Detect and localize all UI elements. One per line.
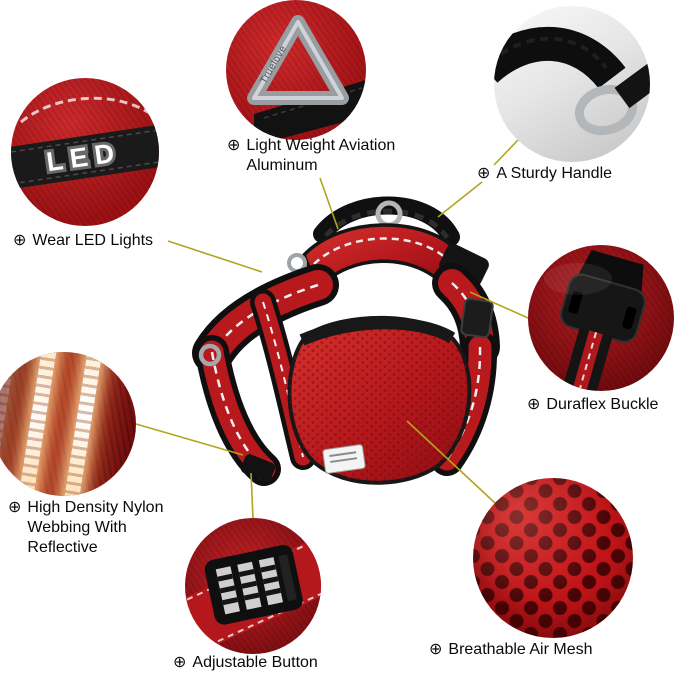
plus-circle-icon: ⊕ (429, 641, 443, 658)
left-strap-end-buckle (240, 454, 276, 482)
label-tag (322, 444, 366, 474)
handle-d-ring (375, 197, 403, 228)
chest-top-strap (299, 317, 456, 346)
left-shoulder-strap (192, 264, 339, 374)
adjust-strap-stitch-bottom (187, 585, 321, 654)
detail-circle-adjust (185, 518, 321, 654)
buckle-slot-right (622, 306, 637, 330)
feature-label-buckle: ⊕ Duraflex Buckle (527, 395, 658, 415)
feature-label-led: ⊕ Wear LED Lights (13, 231, 153, 251)
detail-circle-handle (494, 6, 650, 162)
neck-band (302, 223, 463, 291)
feature-label-mesh-text: Breathable Air Mesh (448, 641, 593, 658)
feature-label-handle: ⊕ A Sturdy Handle (477, 164, 612, 184)
feature-label-buckle-text: Duraflex Buckle (546, 396, 659, 413)
handle-strap-stitch (494, 36, 608, 70)
plus-circle-icon: ⊕ (477, 165, 491, 182)
plus-circle-icon: ⊕ (8, 499, 22, 516)
left-side-strap (195, 335, 281, 486)
buckle-slot-left (568, 291, 583, 314)
reflective-piping (20, 96, 152, 124)
buckle-strap-stitch (575, 332, 597, 391)
feature-label-aluminum-text: Light Weight Aviation Aluminum (246, 137, 396, 174)
feature-label-adjust-text: Adjustable Button (192, 654, 318, 671)
feature-label-aluminum: ⊕ Light Weight Aviation Aluminum (227, 136, 416, 176)
triangle-ring-highlight (252, 20, 344, 100)
line-adjust (250, 472, 254, 519)
line-led (167, 240, 263, 273)
slider-bar-stripes (217, 564, 282, 606)
left-chest-strap (250, 289, 316, 470)
plus-circle-icon: ⊕ (527, 396, 541, 413)
strap-through-ring (254, 80, 366, 140)
led-strap (11, 125, 159, 189)
handle-strap-end (614, 61, 650, 109)
handle-strap (494, 26, 626, 89)
right-shoulder-strap (432, 263, 500, 367)
feature-label-adjust: ⊕ Adjustable Button (173, 653, 318, 673)
line-buckle (469, 291, 529, 319)
line-webbing (135, 423, 244, 456)
feature-label-webbing-text: High Density Nylon Webbing With Reflecti… (27, 499, 164, 556)
detail-circle-led: LED LED (11, 78, 159, 226)
plus-circle-icon: ⊕ (227, 137, 241, 154)
reflective-stripe-2 (61, 352, 106, 496)
detail-circle-aluminum: Truelove (226, 0, 366, 140)
right-side-strap (430, 330, 498, 476)
chest-mesh-panel (287, 315, 472, 485)
plus-circle-icon: ⊕ (13, 232, 27, 249)
detail-circle-buckle (528, 245, 674, 391)
plus-circle-icon: ⊕ (173, 654, 187, 671)
left-neck-ring (287, 253, 307, 273)
harness-handle (313, 196, 460, 246)
line-mesh (406, 420, 496, 504)
feature-label-handle-text: A Sturdy Handle (496, 165, 613, 182)
left-side-ring (198, 343, 222, 367)
detail-circle-webbing (0, 352, 136, 496)
buckle-highlight (544, 263, 612, 295)
buckle-male-part (578, 249, 644, 294)
feature-label-mesh: ⊕ Breathable Air Mesh (429, 640, 592, 660)
right-neck-buckle (439, 243, 489, 287)
line-aluminum (319, 177, 339, 230)
slider-right-rail (278, 554, 297, 602)
line-handle-harness (437, 181, 483, 218)
reflective-stripe-dim (0, 352, 19, 496)
detail-circle-mesh (473, 478, 633, 638)
led-strap-stitch-bottom (11, 161, 159, 185)
reflective-stripe-1 (15, 352, 60, 496)
right-strap-slider (460, 297, 494, 339)
feature-label-led-text: Wear LED Lights (32, 232, 154, 249)
feature-label-webbing: ⊕ High Density Nylon Webbing With Reflec… (8, 498, 179, 558)
